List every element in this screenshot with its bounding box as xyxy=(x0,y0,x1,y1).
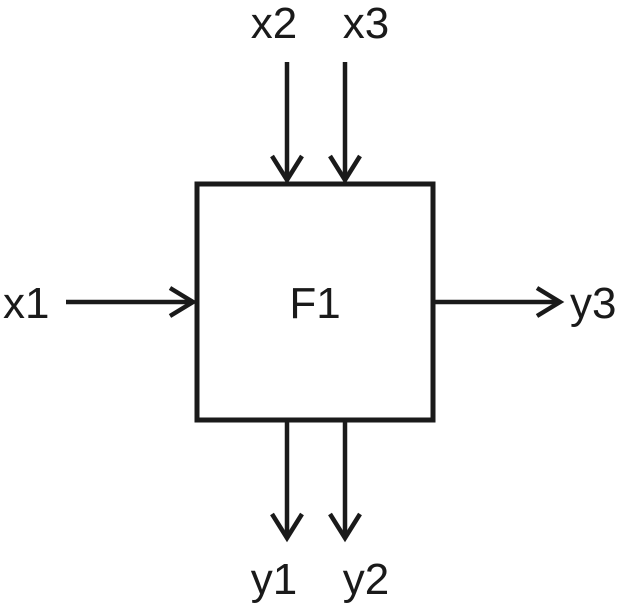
output-arrow-y2 xyxy=(328,420,362,543)
input-arrow-x2 xyxy=(270,62,304,185)
input-label-x3: x3 xyxy=(343,0,389,48)
output-label-y3: y3 xyxy=(570,279,616,328)
input-label-x1: x1 xyxy=(3,279,49,328)
block-label: F1 xyxy=(289,279,340,328)
output-label-y1: y1 xyxy=(251,555,297,604)
output-arrow-y1 xyxy=(270,420,304,543)
input-arrow-x1 xyxy=(66,286,198,318)
output-label-y2: y2 xyxy=(343,555,389,604)
output-arrow-y3 xyxy=(433,286,565,318)
function-block xyxy=(194,181,436,423)
input-label-x2: x2 xyxy=(251,0,297,48)
input-arrow-x3 xyxy=(328,62,362,185)
